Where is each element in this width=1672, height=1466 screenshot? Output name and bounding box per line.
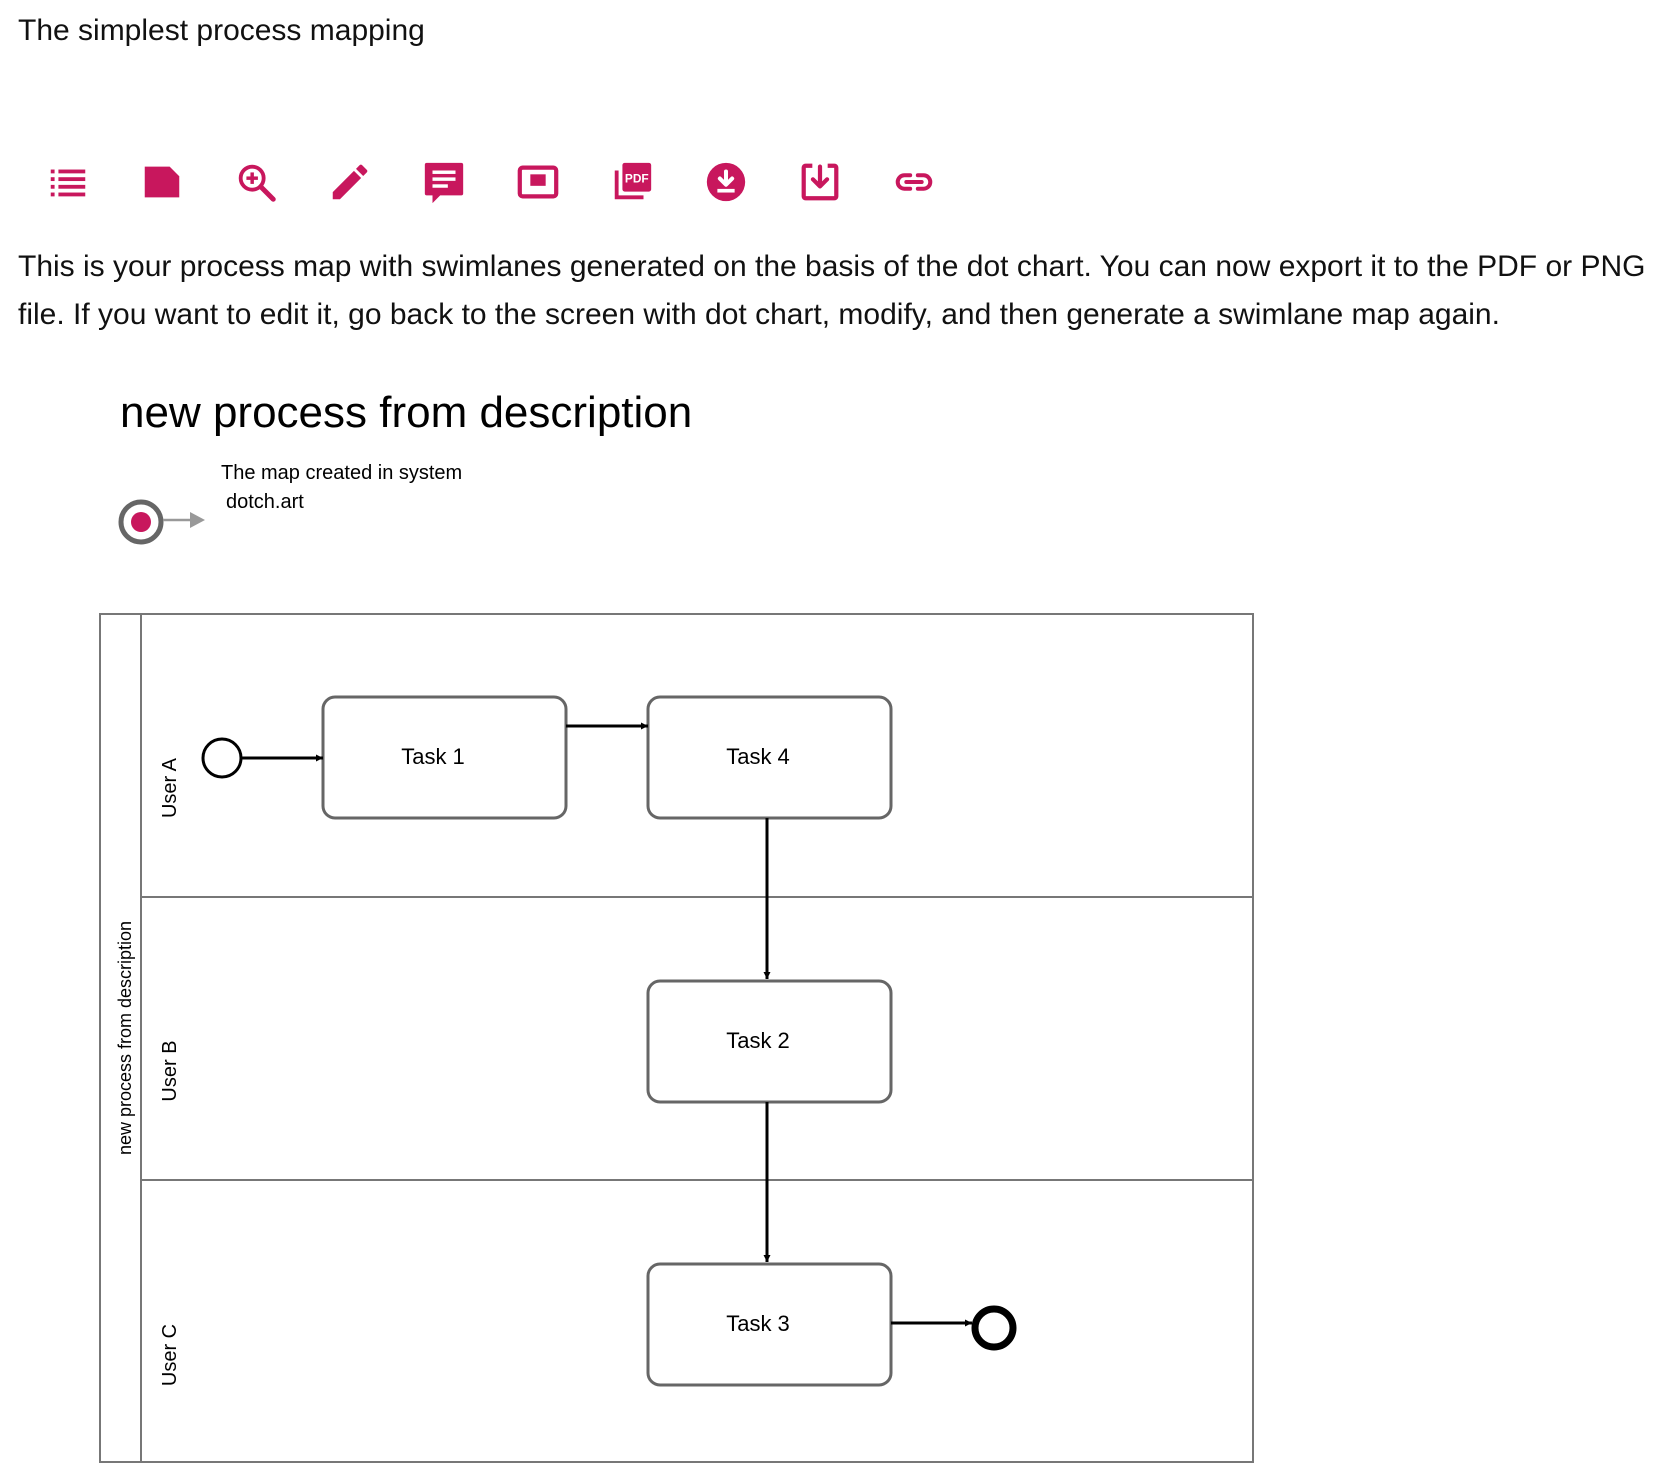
diagram-title: new process from description [120,390,692,437]
lane-label-user-a: User A [159,757,181,818]
pdf-icon: PDF [614,162,652,200]
legend-line-2: dotch.art [226,491,304,513]
task-1-label: Task 1 [401,744,465,769]
download-circle-icon [706,162,746,202]
fullscreen-button[interactable] [508,152,568,212]
lane-label-user-c: User C [159,1324,181,1386]
lane-user-c: User C [159,1324,181,1386]
download-button[interactable] [696,152,756,212]
link-icon [895,173,933,191]
task-4[interactable]: Task 4 [646,695,893,820]
fullscreen-window-icon [517,165,559,199]
end-event[interactable] [971,1305,1017,1351]
zoom-in-button[interactable] [226,152,286,212]
pdf-badge: PDF [625,172,649,186]
export-pdf-button[interactable]: PDF [602,152,662,212]
edit-button[interactable] [320,152,380,212]
comment-icon [424,162,464,204]
zoom-in-icon [238,164,276,202]
page-description: This is your process map with swimlanes … [18,250,1646,331]
task-2[interactable]: Task 2 [646,979,893,1104]
page-title: The simplest process mapping [18,14,425,47]
lane-user-b: User B [159,1040,181,1101]
task-1[interactable]: Task 1 [321,695,568,820]
start-event[interactable] [201,737,243,779]
pencil-icon [332,164,368,200]
legend: The map created in system dotch.art [118,462,462,545]
save-to-device-button[interactable] [790,152,850,212]
note-button[interactable] [132,152,192,212]
task-3-label: Task 3 [726,1311,790,1336]
comment-button[interactable] [414,152,474,212]
swimlane-diagram: new process from description The map cre… [0,390,1672,1466]
lane-user-a: User A [159,757,181,818]
task-4-label: Task 4 [726,744,790,769]
lane-label-user-b: User B [159,1040,181,1101]
share-link-button[interactable] [884,152,944,212]
swimlane-canvas: new process from description The map cre… [99,390,1254,1463]
legend-line-1: The map created in system [221,462,462,484]
note-icon [144,166,180,198]
save-to-device-icon [801,163,839,201]
task-3[interactable]: Task 3 [646,1262,893,1387]
list-icon [50,169,86,197]
task-2-label: Task 2 [726,1028,790,1053]
pool-label: new process from description [115,921,135,1155]
legend-start-event-icon [118,499,205,545]
list-button[interactable] [38,152,98,212]
